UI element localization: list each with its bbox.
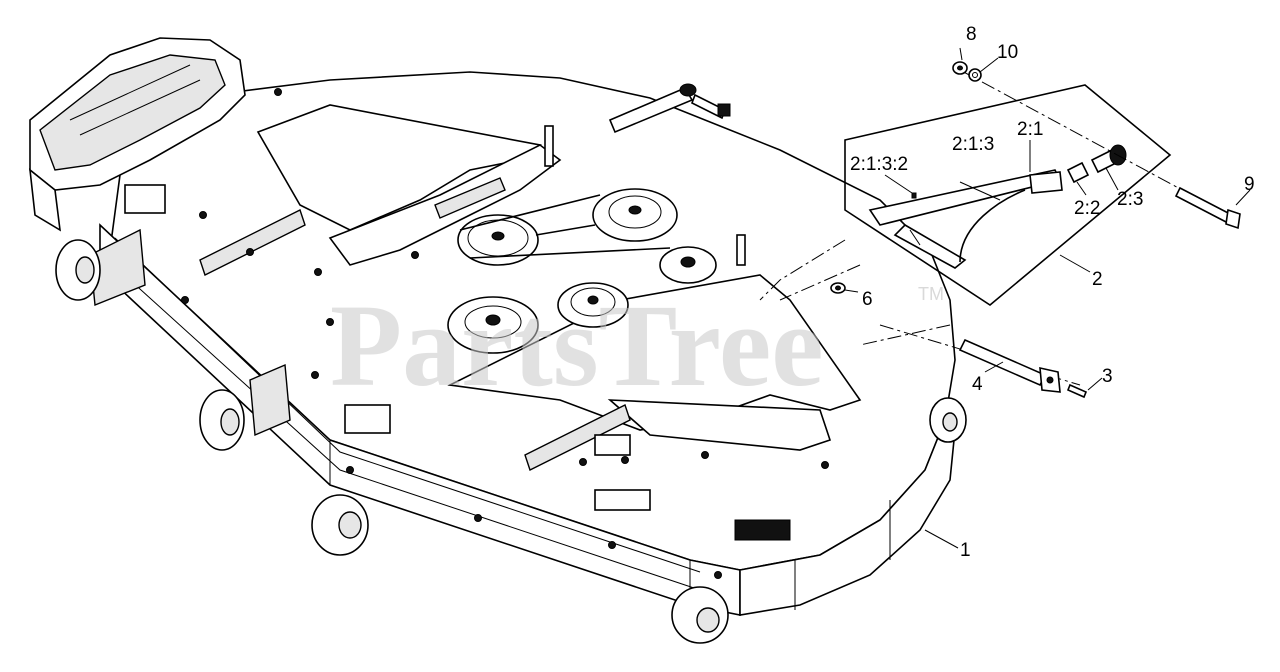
- callout-2-3: 2:3: [1117, 189, 1143, 210]
- callout-labels: 8 10 9 2:1 2:1:3 2:1:3:2 2:2 2:3 2 6 3 4…: [850, 24, 1255, 561]
- pulley-right-rear: [592, 188, 678, 242]
- pulley-left-front: [447, 296, 539, 354]
- callout-4: 4: [972, 374, 983, 395]
- caster-wheel-3: [311, 494, 369, 556]
- leader-lines: [844, 47, 1251, 549]
- decal-3: [594, 489, 651, 511]
- grease-fitting: [911, 192, 917, 199]
- callout-10: 10: [997, 42, 1018, 63]
- bolt-9: [1174, 186, 1241, 230]
- decal-4: [734, 519, 791, 541]
- idler-pulley: [659, 246, 717, 284]
- callout-1: 1: [960, 540, 971, 561]
- callout-9: 9: [1244, 174, 1255, 195]
- decal-1: [124, 184, 166, 214]
- callout-2-1-3: 2:1:3: [952, 134, 994, 155]
- caster-wheel-1: [55, 239, 101, 301]
- caster-wheel-4: [671, 586, 729, 644]
- callout-3: 3: [1102, 366, 1113, 387]
- caster-wheel-5: [929, 397, 967, 443]
- deck-bolts: [181, 88, 829, 579]
- pin-3: [1066, 383, 1088, 399]
- callout-2-1: 2:1: [1017, 119, 1043, 140]
- callout-2-1-3-2: 2:1:3:2: [850, 154, 908, 175]
- pulley-center-front: [557, 282, 629, 328]
- callout-8: 8: [966, 24, 977, 45]
- pulley-left-rear: [457, 214, 539, 266]
- caster-wheel-2: [199, 389, 245, 451]
- decal-2: [344, 404, 391, 434]
- arm-assembly-box: [844, 84, 1172, 306]
- nut-8: [952, 61, 968, 75]
- callout-2-2: 2:2: [1074, 198, 1100, 219]
- washer-10: [968, 68, 982, 82]
- callout-6: 6: [862, 289, 873, 310]
- mower-deck: [28, 37, 967, 644]
- decal-5: [594, 434, 631, 456]
- callout-2: 2: [1092, 269, 1103, 290]
- washer-6: [830, 282, 846, 294]
- watermark-text: PartsTree: [330, 280, 824, 411]
- watermark-tm: TM: [918, 284, 944, 304]
